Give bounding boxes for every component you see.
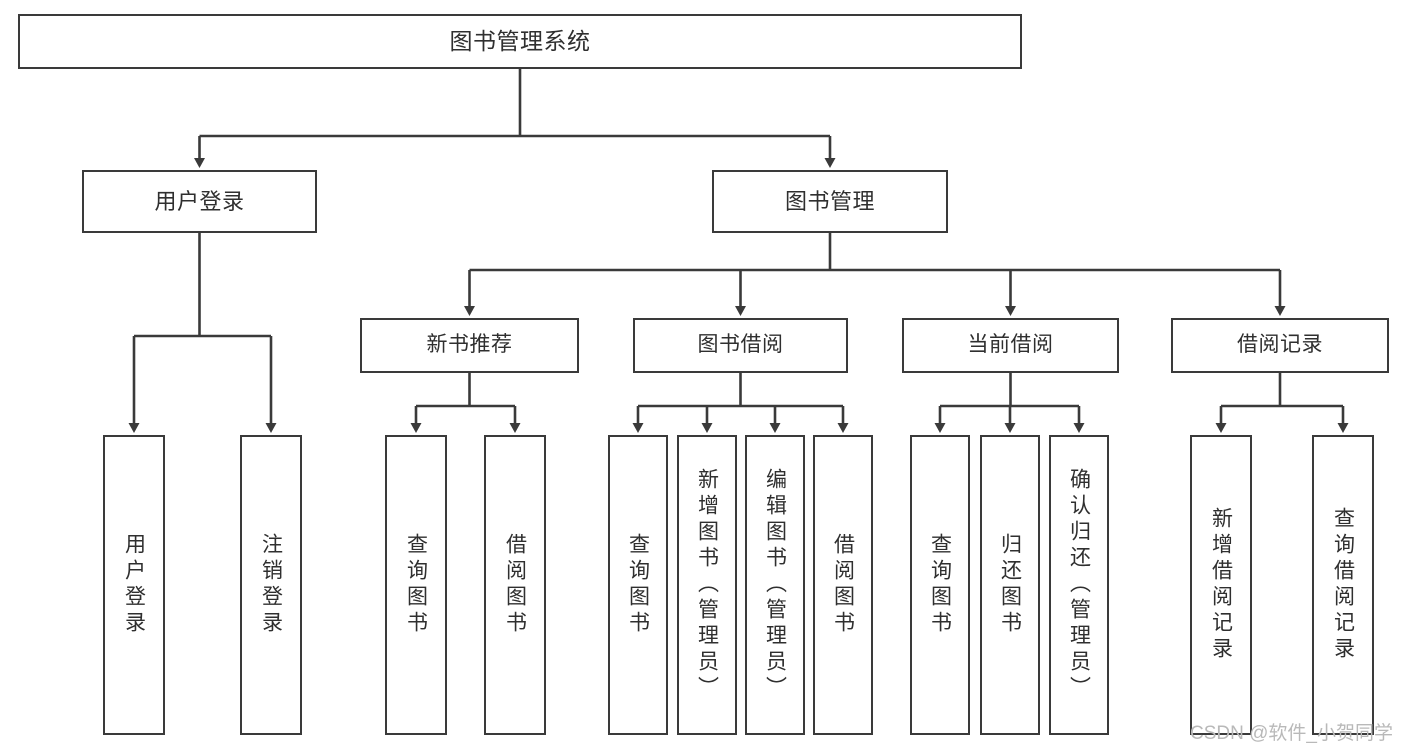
node-leaf-logout-login-label: 注销登录	[259, 533, 283, 637]
node-leaf-query-book-1[interactable]: 查询图书	[385, 435, 447, 735]
node-borrow-record-label: 借阅记录	[1237, 333, 1323, 357]
node-borrow-record[interactable]: 借阅记录	[1171, 318, 1389, 373]
node-new-book-recommend-label: 新书推荐	[426, 333, 513, 357]
node-leaf-query-borrow-rec-label: 查询借阅记录	[1331, 507, 1355, 663]
node-book-borrow-label: 图书借阅	[697, 333, 784, 357]
node-leaf-query-book-2[interactable]: 查询图书	[608, 435, 668, 735]
node-leaf-query-book-3-label: 查询图书	[928, 533, 952, 637]
node-leaf-return-book[interactable]: 归还图书	[980, 435, 1040, 735]
node-leaf-confirm-return[interactable]: 确认归还（管理员）	[1049, 435, 1109, 735]
node-leaf-add-borrow-rec-label: 新增借阅记录	[1209, 507, 1233, 663]
node-user-login-label: 用户登录	[154, 188, 245, 214]
node-book-manage[interactable]: 图书管理	[712, 170, 948, 233]
node-leaf-borrow-book-1-label: 借阅图书	[503, 533, 527, 637]
node-root-label: 图书管理系统	[449, 27, 591, 54]
node-leaf-user-login-label: 用户登录	[122, 533, 146, 637]
node-leaf-edit-book-admin[interactable]: 编辑图书（管理员）	[745, 435, 805, 735]
node-leaf-query-book-2-label: 查询图书	[626, 533, 650, 637]
node-leaf-confirm-return-label: 确认归还（管理员）	[1067, 468, 1091, 702]
node-current-borrow[interactable]: 当前借阅	[902, 318, 1119, 373]
node-book-manage-label: 图书管理	[784, 188, 875, 214]
node-leaf-return-book-label: 归还图书	[998, 533, 1022, 637]
node-user-login[interactable]: 用户登录	[82, 170, 317, 233]
node-leaf-query-book-1-label: 查询图书	[404, 533, 428, 637]
node-leaf-query-book-3[interactable]: 查询图书	[910, 435, 970, 735]
node-book-borrow[interactable]: 图书借阅	[633, 318, 848, 373]
node-leaf-add-book-admin[interactable]: 新增图书（管理员）	[677, 435, 737, 735]
node-leaf-borrow-book-1[interactable]: 借阅图书	[484, 435, 546, 735]
node-leaf-add-book-admin-label: 新增图书（管理员）	[695, 468, 719, 702]
node-leaf-borrow-book-2[interactable]: 借阅图书	[813, 435, 873, 735]
node-new-book-recommend[interactable]: 新书推荐	[360, 318, 579, 373]
node-leaf-user-login[interactable]: 用户登录	[103, 435, 165, 735]
node-leaf-logout-login[interactable]: 注销登录	[240, 435, 302, 735]
node-leaf-edit-book-admin-label: 编辑图书（管理员）	[763, 468, 787, 702]
node-current-borrow-label: 当前借阅	[967, 333, 1054, 357]
node-leaf-query-borrow-rec[interactable]: 查询借阅记录	[1312, 435, 1374, 735]
node-leaf-borrow-book-2-label: 借阅图书	[831, 533, 855, 637]
node-leaf-add-borrow-rec[interactable]: 新增借阅记录	[1190, 435, 1252, 735]
node-root[interactable]: 图书管理系统	[18, 14, 1022, 69]
